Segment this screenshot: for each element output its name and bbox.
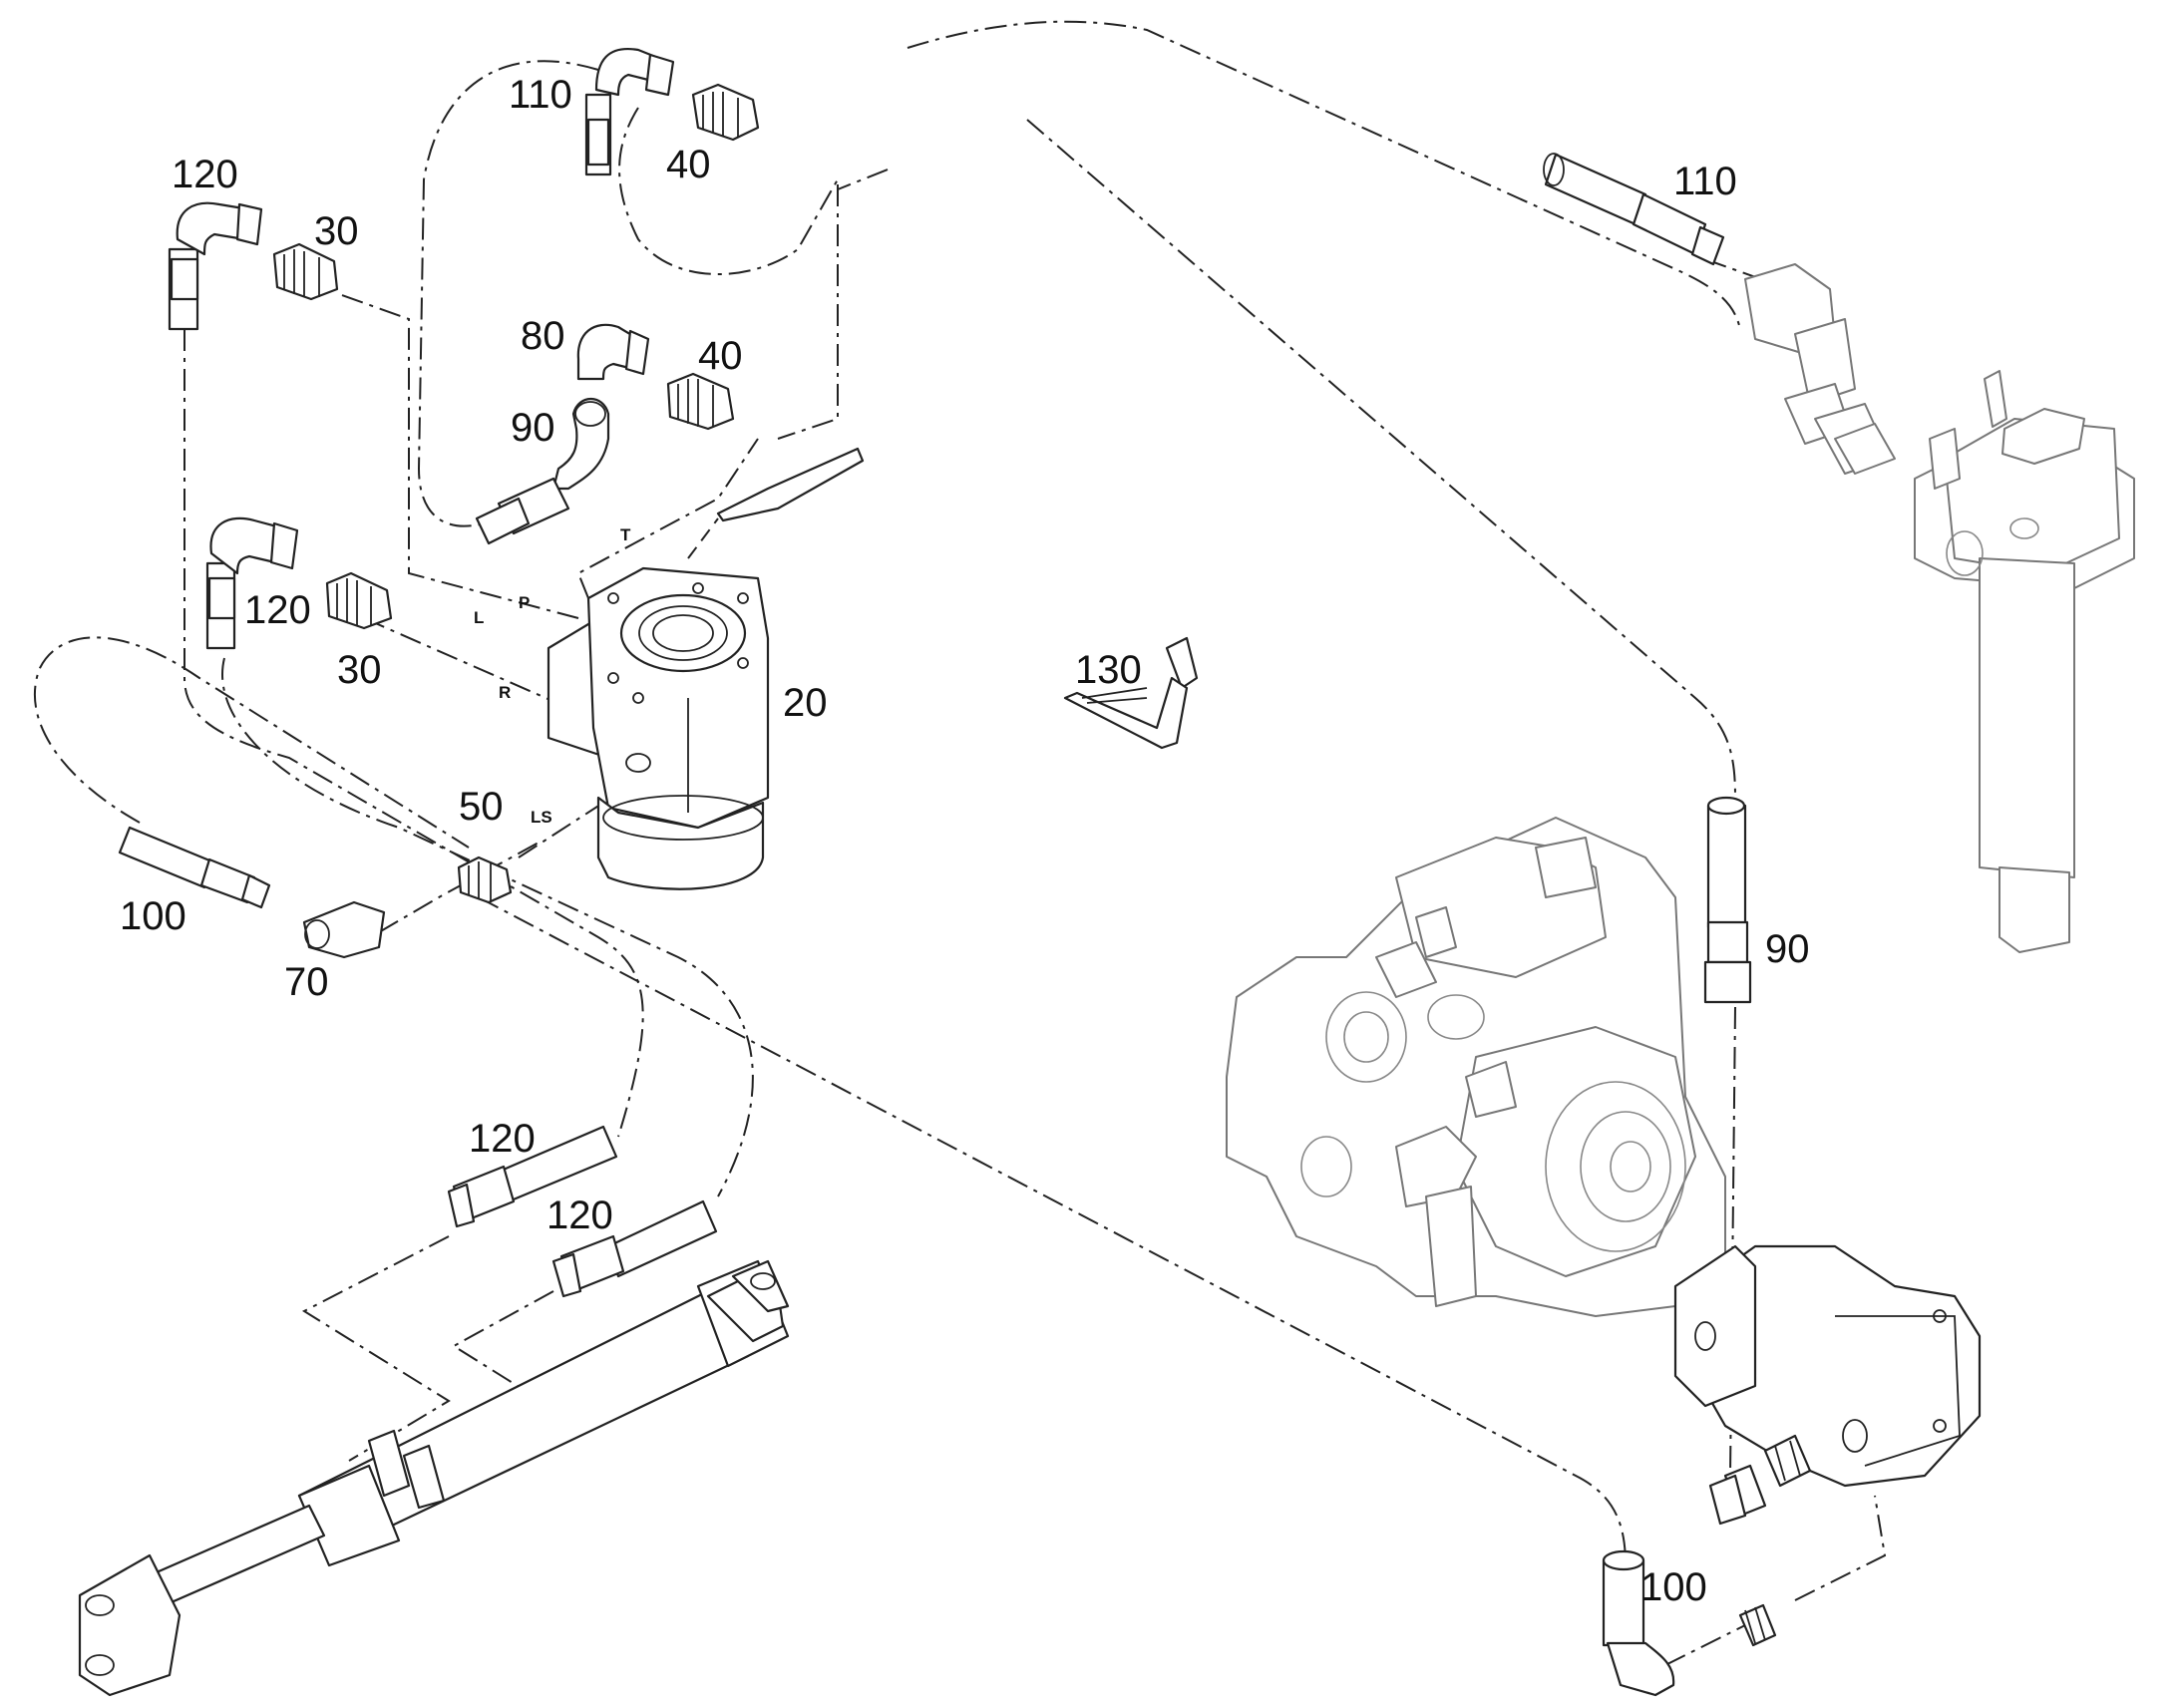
hydraulic-cylinder	[78, 1259, 790, 1697]
route-line-100-loop	[34, 636, 470, 849]
callout-30-upper: 30	[314, 209, 359, 253]
callout-40-top: 40	[666, 143, 711, 186]
port-label-ls: LS	[531, 808, 552, 827]
hose-90-right	[1703, 796, 1752, 1004]
hose-120-lower-a	[447, 1125, 618, 1228]
hose-100-bottom	[1602, 1549, 1675, 1697]
elbow-fitting-110-top	[584, 47, 675, 176]
route-line-cylinder-a	[301, 1235, 451, 1462]
route-line-steering-to-pump	[1026, 119, 1736, 799]
hose-90-left	[475, 398, 610, 545]
hose-100-left	[118, 826, 271, 909]
callout-70: 70	[284, 960, 329, 1004]
elbow-fitting-80	[576, 323, 650, 381]
adapter-40-mid	[666, 372, 735, 431]
adapter-40-top	[691, 83, 760, 142]
callout-30-mid: 30	[337, 648, 382, 692]
elbow-fitting-gear-pump	[1708, 1464, 1767, 1526]
route-line-to-port-t	[837, 169, 889, 190]
callout-80: 80	[521, 314, 565, 358]
elbow-fitting-120-upper	[168, 201, 263, 331]
port-label-r: R	[499, 683, 511, 702]
callout-110-top: 110	[509, 73, 572, 117]
port-labels: T P L R LS	[474, 525, 631, 827]
filter-fittings	[1744, 263, 1896, 475]
route-line-70-50	[378, 842, 540, 933]
route-line-port-l	[338, 293, 579, 619]
callout-130: 130	[1075, 648, 1142, 692]
elbow-fitting-120-mid	[205, 516, 299, 650]
route-line-100-right	[1664, 1624, 1746, 1666]
hydraulic-pump	[1226, 817, 1726, 1317]
callout-120-low-a: 120	[469, 1117, 536, 1161]
callout-100-bottom: 100	[1640, 1565, 1707, 1609]
callout-110-right: 110	[1673, 160, 1737, 203]
route-line-main-loop	[907, 20, 1741, 330]
adapter-30-upper	[272, 242, 339, 301]
callout-numbers: 110 40 120 30 80 40 90 120 30 20 50 100 …	[120, 73, 1810, 1609]
route-line-top-fitting	[618, 107, 839, 440]
callout-100-left: 100	[120, 894, 186, 938]
clip-130	[1063, 636, 1199, 750]
adapter-30-mid	[325, 571, 393, 630]
steering-unit	[546, 566, 770, 890]
elbow-fitting-70	[302, 900, 386, 959]
port-label-l: L	[474, 608, 484, 627]
port-label-p: P	[519, 593, 530, 612]
route-line-left-loop	[417, 60, 599, 527]
callout-120-mid: 120	[244, 588, 311, 632]
hose-110-right	[1543, 153, 1725, 266]
route-line-port-p	[576, 438, 759, 599]
callout-120-low-b: 120	[546, 1194, 613, 1237]
callout-90-right: 90	[1765, 927, 1810, 971]
route-line-left-vertical	[183, 329, 644, 1138]
port-label-t: T	[620, 525, 631, 544]
callout-90-left: 90	[511, 406, 555, 450]
callout-120-upper: 120	[172, 153, 238, 196]
route-line-r-port	[363, 617, 569, 709]
adapter-bottom-right	[1738, 1603, 1777, 1647]
hose-120-lower-b	[551, 1199, 718, 1298]
route-line-ls	[518, 802, 604, 858]
tool-key	[716, 447, 865, 522]
route-line-tool	[687, 517, 719, 559]
adapter-50	[457, 855, 513, 904]
route-line-mid-hose	[221, 657, 754, 1197]
oil-filter	[1914, 370, 2135, 953]
callout-20: 20	[783, 681, 828, 725]
gear-pump	[1673, 1244, 1982, 1488]
route-line-gear-pump	[1794, 1495, 1887, 1601]
callout-40-mid: 40	[698, 334, 743, 378]
callout-50: 50	[459, 785, 504, 829]
